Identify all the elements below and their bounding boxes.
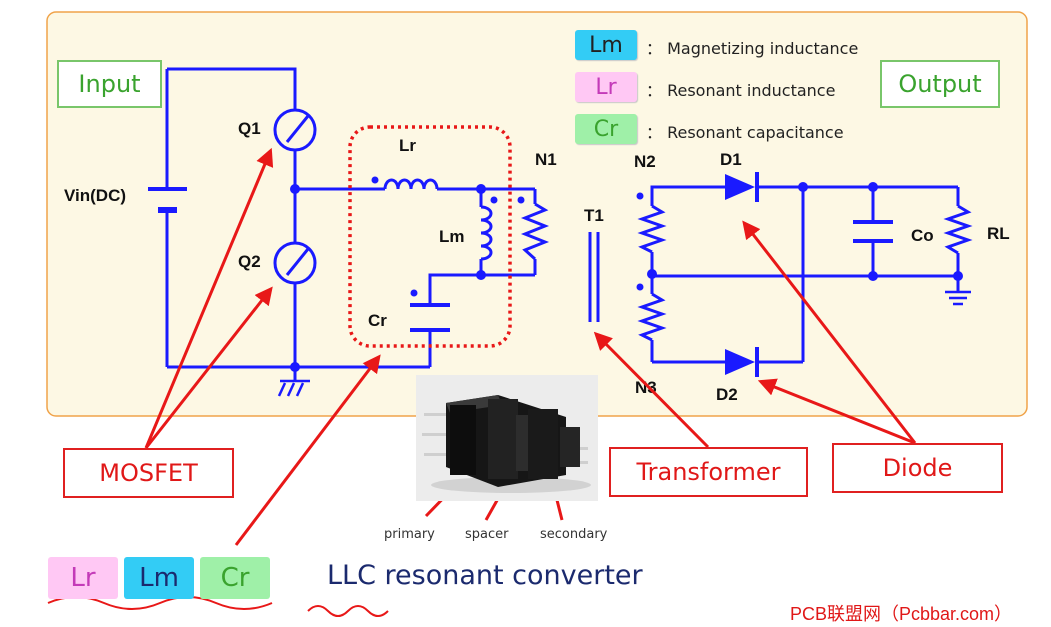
cr-label: Cr xyxy=(368,311,387,330)
rl-label: RL xyxy=(987,224,1010,243)
n2-label: N2 xyxy=(634,152,656,171)
d2-label: D2 xyxy=(716,385,738,404)
photo-caption-primary: primary xyxy=(384,527,435,542)
n1-winding-symbol xyxy=(520,202,550,261)
q1-switch-symbol xyxy=(273,108,317,152)
n3-winding-symbol xyxy=(637,292,667,342)
transformer-label-box: Transformer xyxy=(609,447,808,497)
legend-chip-lm: Lm xyxy=(575,30,637,60)
rl-resistor-symbol xyxy=(943,204,973,255)
mosfet-label-box: MOSFET xyxy=(63,448,234,498)
input-label-box: Input xyxy=(57,60,162,108)
junction-dots xyxy=(290,182,963,372)
output-label-box: Output xyxy=(880,60,1000,108)
n1-label: N1 xyxy=(535,150,557,169)
resonant-tank-outline xyxy=(348,125,512,348)
t1-label: T1 xyxy=(584,206,604,225)
legend-chip-lr: Lr xyxy=(575,72,637,102)
bottom-chip-lr: Lr xyxy=(48,557,118,599)
photo-caption-spacer: spacer xyxy=(465,527,509,542)
n2-winding-symbol xyxy=(637,204,667,254)
q2-label: Q2 xyxy=(238,252,261,271)
transformer-photo-image xyxy=(416,375,598,501)
co-capacitor-symbol xyxy=(853,220,893,243)
d1-label: D1 xyxy=(720,150,742,169)
vin-label: Vin(DC) xyxy=(64,186,126,205)
diode-label-box: Diode xyxy=(832,443,1003,493)
page-title: LLC resonant converter xyxy=(327,560,643,591)
n3-label: N3 xyxy=(635,378,657,397)
photo-caption-secondary: secondary xyxy=(540,527,608,542)
title-wavy-underline xyxy=(307,605,389,617)
legend-text-cr: ： Resonant capacitance xyxy=(646,123,844,142)
lr-label: Lr xyxy=(399,136,416,155)
polarity-dots xyxy=(371,176,644,297)
cr-capacitor-symbol xyxy=(410,303,450,332)
q2-switch-symbol xyxy=(273,241,317,285)
source-credit: PCB联盟网（Pcbbar.com） xyxy=(790,604,1013,624)
lr-inductor-symbol xyxy=(383,178,439,190)
legend-text-lr: ： Resonant inductance xyxy=(646,81,836,100)
lm-label: Lm xyxy=(439,227,465,246)
bottom-chip-lm: Lm xyxy=(124,557,194,599)
co-label: Co xyxy=(911,226,934,245)
secondary-ground-symbol xyxy=(945,290,971,306)
primary-ground-symbol xyxy=(277,379,310,397)
transformer-photo xyxy=(416,375,598,501)
legend-chip-cr: Cr xyxy=(575,114,637,144)
legend-text-lm: ： Magnetizing inductance xyxy=(646,39,859,58)
bottom-chip-cr: Cr xyxy=(200,557,270,599)
d2-diode-symbol xyxy=(725,347,759,377)
q1-label: Q1 xyxy=(238,119,261,138)
lm-inductor-symbol xyxy=(480,205,493,261)
vin-battery-symbol xyxy=(148,187,187,213)
d1-diode-symbol xyxy=(725,172,759,202)
